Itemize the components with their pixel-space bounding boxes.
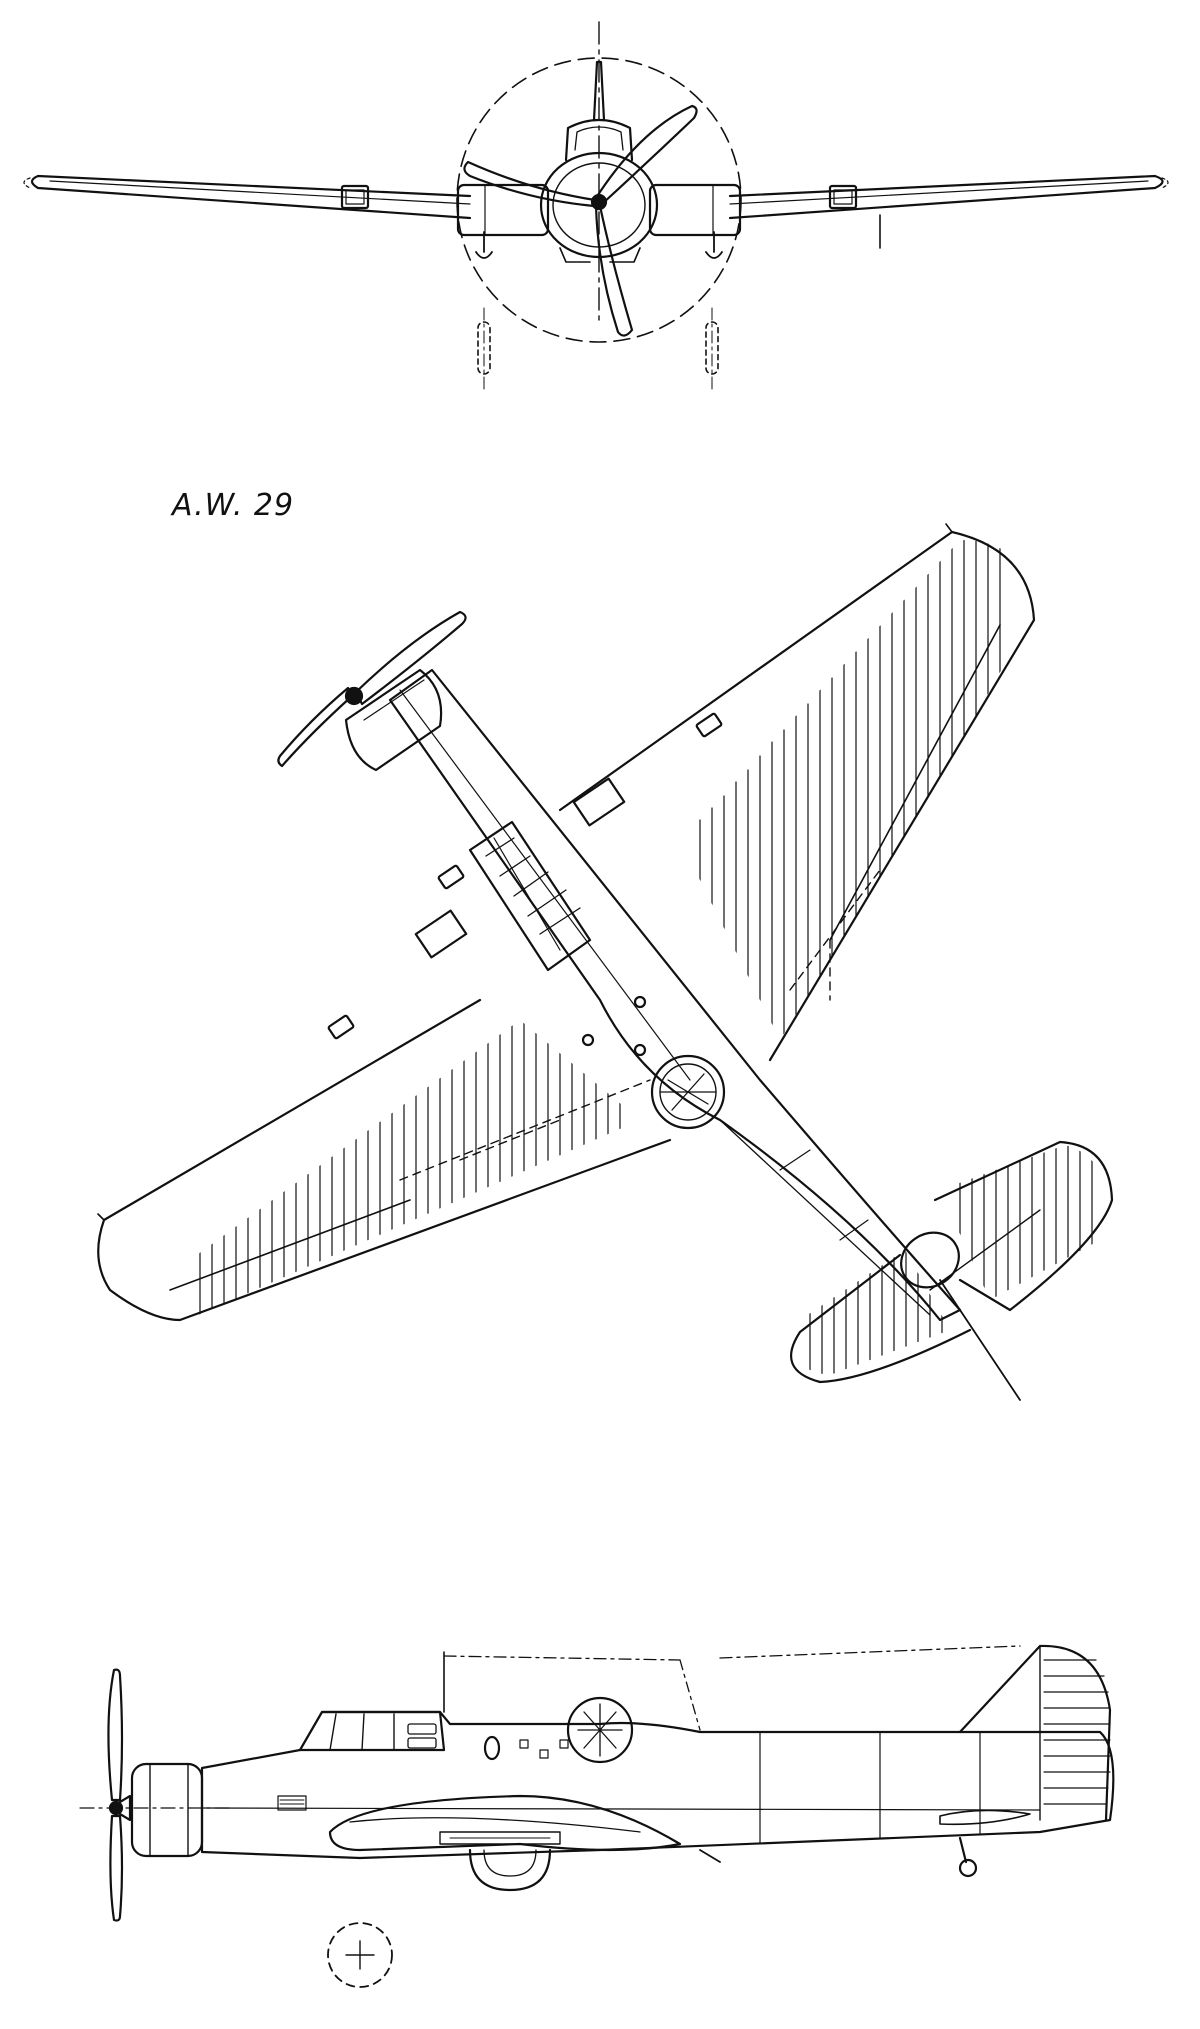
plan-tail-disc <box>891 1222 970 1299</box>
side-fin <box>960 1646 1110 1820</box>
front-view <box>0 0 1200 420</box>
front-right-wing <box>730 176 1163 218</box>
front-cowling <box>541 153 657 257</box>
plan-left-wing-hatching <box>200 1020 620 1320</box>
plan-fuselage <box>390 670 960 1320</box>
plan-right-wing-hatching <box>700 540 1000 1040</box>
side-propeller <box>108 1670 122 1921</box>
plan-right-wing-panel <box>696 713 722 737</box>
front-fin <box>594 62 604 120</box>
plan-right-wing <box>560 532 1034 1060</box>
side-canopy <box>300 1712 444 1750</box>
plan-rear-turret <box>652 1056 724 1128</box>
plan-propeller-blade-2 <box>278 688 352 766</box>
side-tail-wheel <box>960 1838 966 1862</box>
side-view-wheel-dashed <box>300 1895 420 2015</box>
front-propeller-blade-lower <box>596 206 632 336</box>
plan-engine-cowling <box>346 670 441 770</box>
plan-left-wing-panel <box>328 1015 354 1039</box>
front-right-nacelle <box>650 185 740 235</box>
front-propeller-blade-upper <box>596 106 697 204</box>
front-right-wheel-dashed <box>706 322 718 374</box>
plan-tailplane-right <box>935 1142 1112 1310</box>
plan-left-wing <box>98 1000 670 1320</box>
side-wing-root <box>330 1796 680 1850</box>
side-engine-cowling <box>132 1764 202 1856</box>
front-left-wheel-dashed <box>478 322 490 374</box>
front-left-wing <box>32 176 470 218</box>
front-right-wing-panel <box>830 186 856 208</box>
side-view <box>0 1600 1200 2020</box>
front-propeller-hub <box>592 195 606 209</box>
plan-canopy <box>470 822 590 970</box>
front-propeller-blade-left <box>464 162 595 206</box>
drawing-title: A.W. 29 <box>172 488 295 523</box>
plan-tailplane-left <box>791 1255 970 1382</box>
plan-left-nacelle <box>416 911 466 958</box>
front-left-wing-panel <box>342 186 368 208</box>
side-bomb-bay <box>440 1832 560 1844</box>
plan-propeller-blade-1 <box>356 612 466 704</box>
plan-view <box>0 520 1200 1560</box>
side-fuselage <box>202 1712 1113 1858</box>
front-canopy <box>566 120 632 160</box>
plan-right-nacelle <box>574 779 624 826</box>
side-main-wheel <box>470 1850 550 1890</box>
side-rear-turret <box>568 1698 632 1762</box>
front-left-nacelle <box>458 185 548 235</box>
plan-propeller-hub <box>346 688 362 704</box>
side-exhaust <box>278 1796 306 1810</box>
